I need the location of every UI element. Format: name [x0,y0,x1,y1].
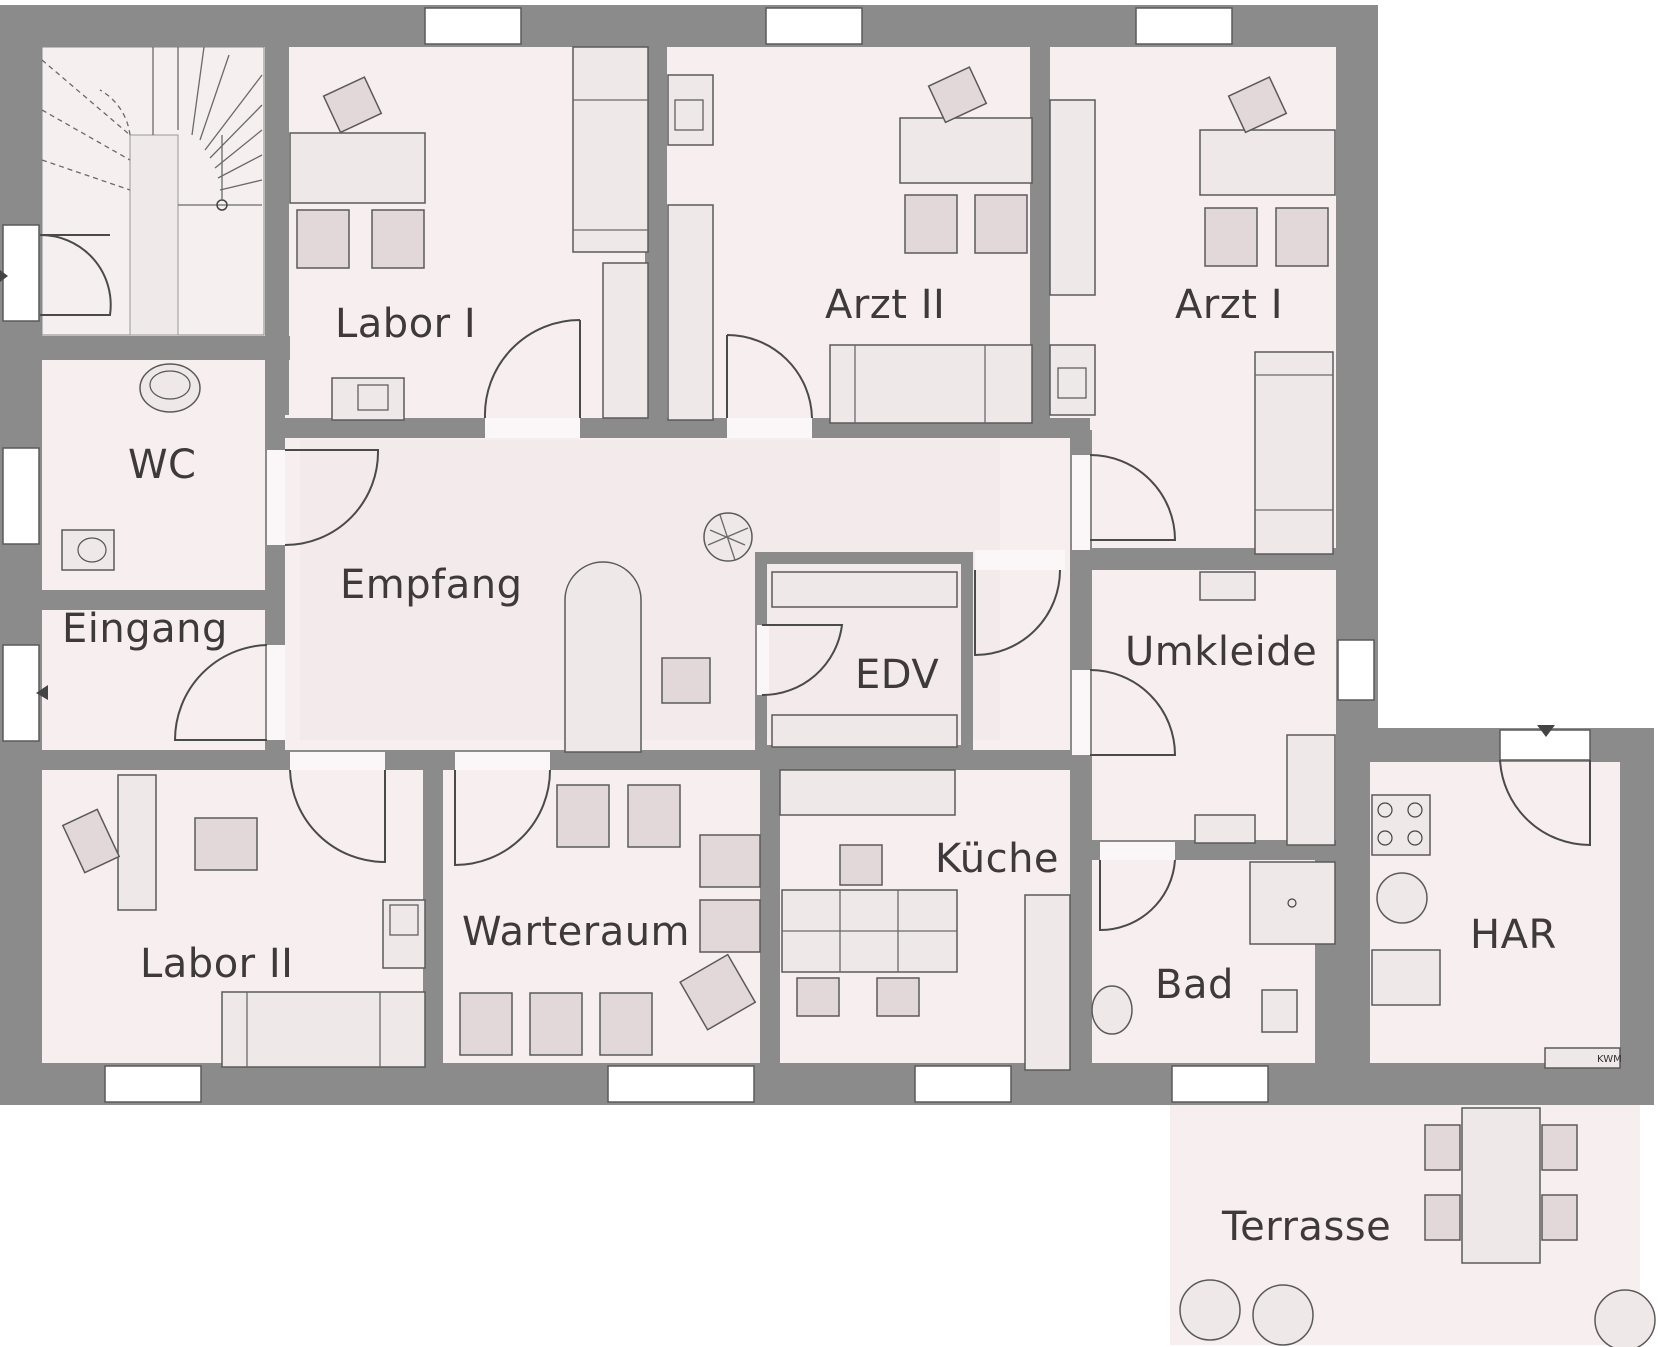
room-label-arzt-1: Arzt I [1175,282,1283,328]
stairs [41,46,265,336]
room-label-edv: EDV [855,652,939,698]
boiler-label: KWM [1597,1054,1622,1065]
windows [2,7,1591,1103]
furniture: KWM [61,46,1656,1347]
room-label-wc: WC [128,442,196,488]
doors [0,233,1591,932]
room-label-empfang: Empfang [340,562,522,608]
room-label-har: HAR [1470,912,1557,958]
room-label-labor-2: Labor II [140,941,293,987]
room-label-warteraum: Warteraum [462,909,690,955]
room-label-arzt-2: Arzt II [825,282,945,328]
room-label-eingang: Eingang [62,606,228,652]
room-labels: Labor I Arzt II Arzt I WC Empfang Eingan… [62,282,1557,1250]
room-label-bad: Bad [1155,962,1234,1008]
room-label-kueche: Küche [935,836,1059,882]
room-label-terrasse: Terrasse [1221,1204,1391,1250]
room-label-labor-1: Labor I [335,301,476,347]
room-label-umkleide: Umkleide [1125,629,1317,675]
